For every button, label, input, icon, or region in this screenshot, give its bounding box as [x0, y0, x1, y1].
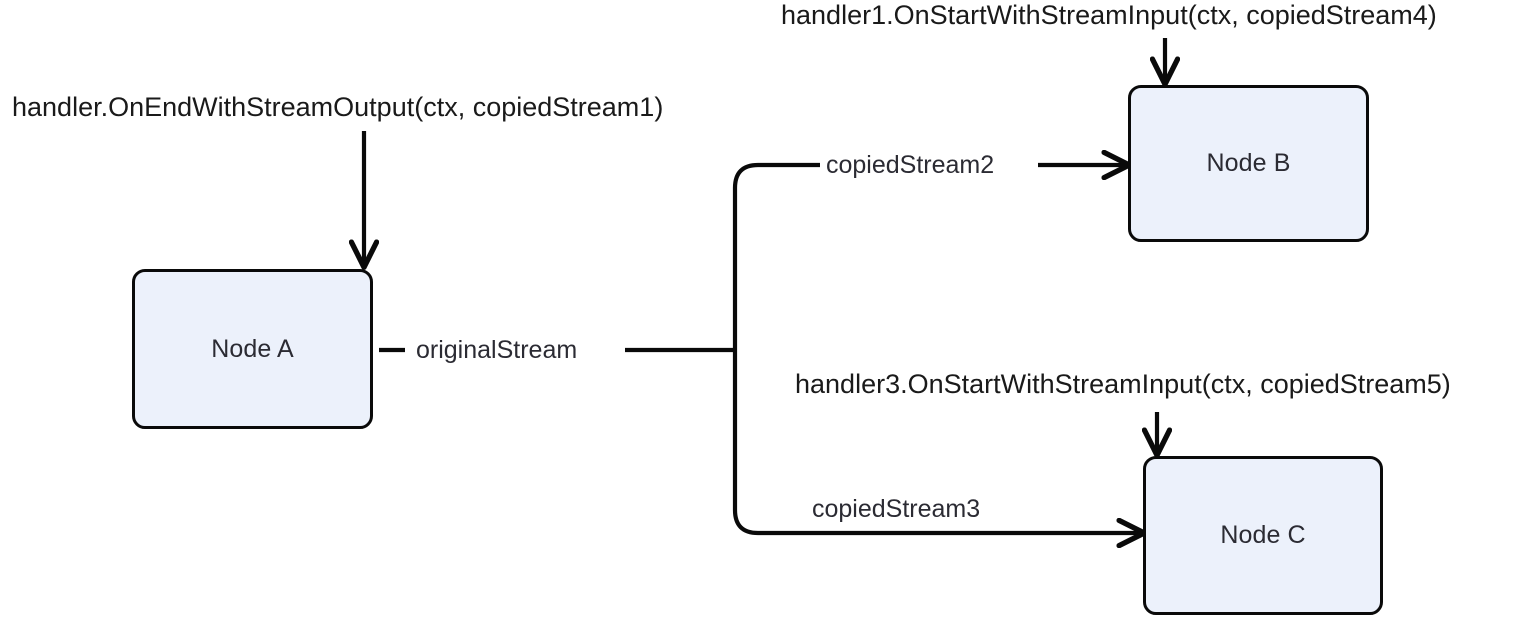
node-a-label: Node A	[211, 334, 294, 363]
edge-label-original-stream: originalStream	[416, 336, 578, 364]
edge-label-copied-stream2: copiedStream2	[826, 151, 995, 179]
node-c[interactable]: Node C	[1143, 456, 1383, 615]
annotation-handler3-start-input: handler3.OnStartWithStreamInput(ctx, cop…	[795, 369, 1451, 399]
node-c-label: Node C	[1220, 521, 1306, 549]
edge-branch-upper	[732, 162, 820, 350]
node-b[interactable]: Node B	[1128, 85, 1369, 242]
node-b-label: Node B	[1206, 149, 1291, 177]
edge-branch-lower	[732, 350, 1143, 533]
annotation-handler1-start-input: handler1.OnStartWithStreamInput(ctx, cop…	[781, 0, 1437, 30]
edge-label-copied-stream3: copiedStream3	[812, 495, 981, 523]
node-a[interactable]: Node A	[132, 269, 373, 429]
annotation-handler-end-output: handler.OnEndWithStreamOutput(ctx, copie…	[12, 92, 664, 122]
